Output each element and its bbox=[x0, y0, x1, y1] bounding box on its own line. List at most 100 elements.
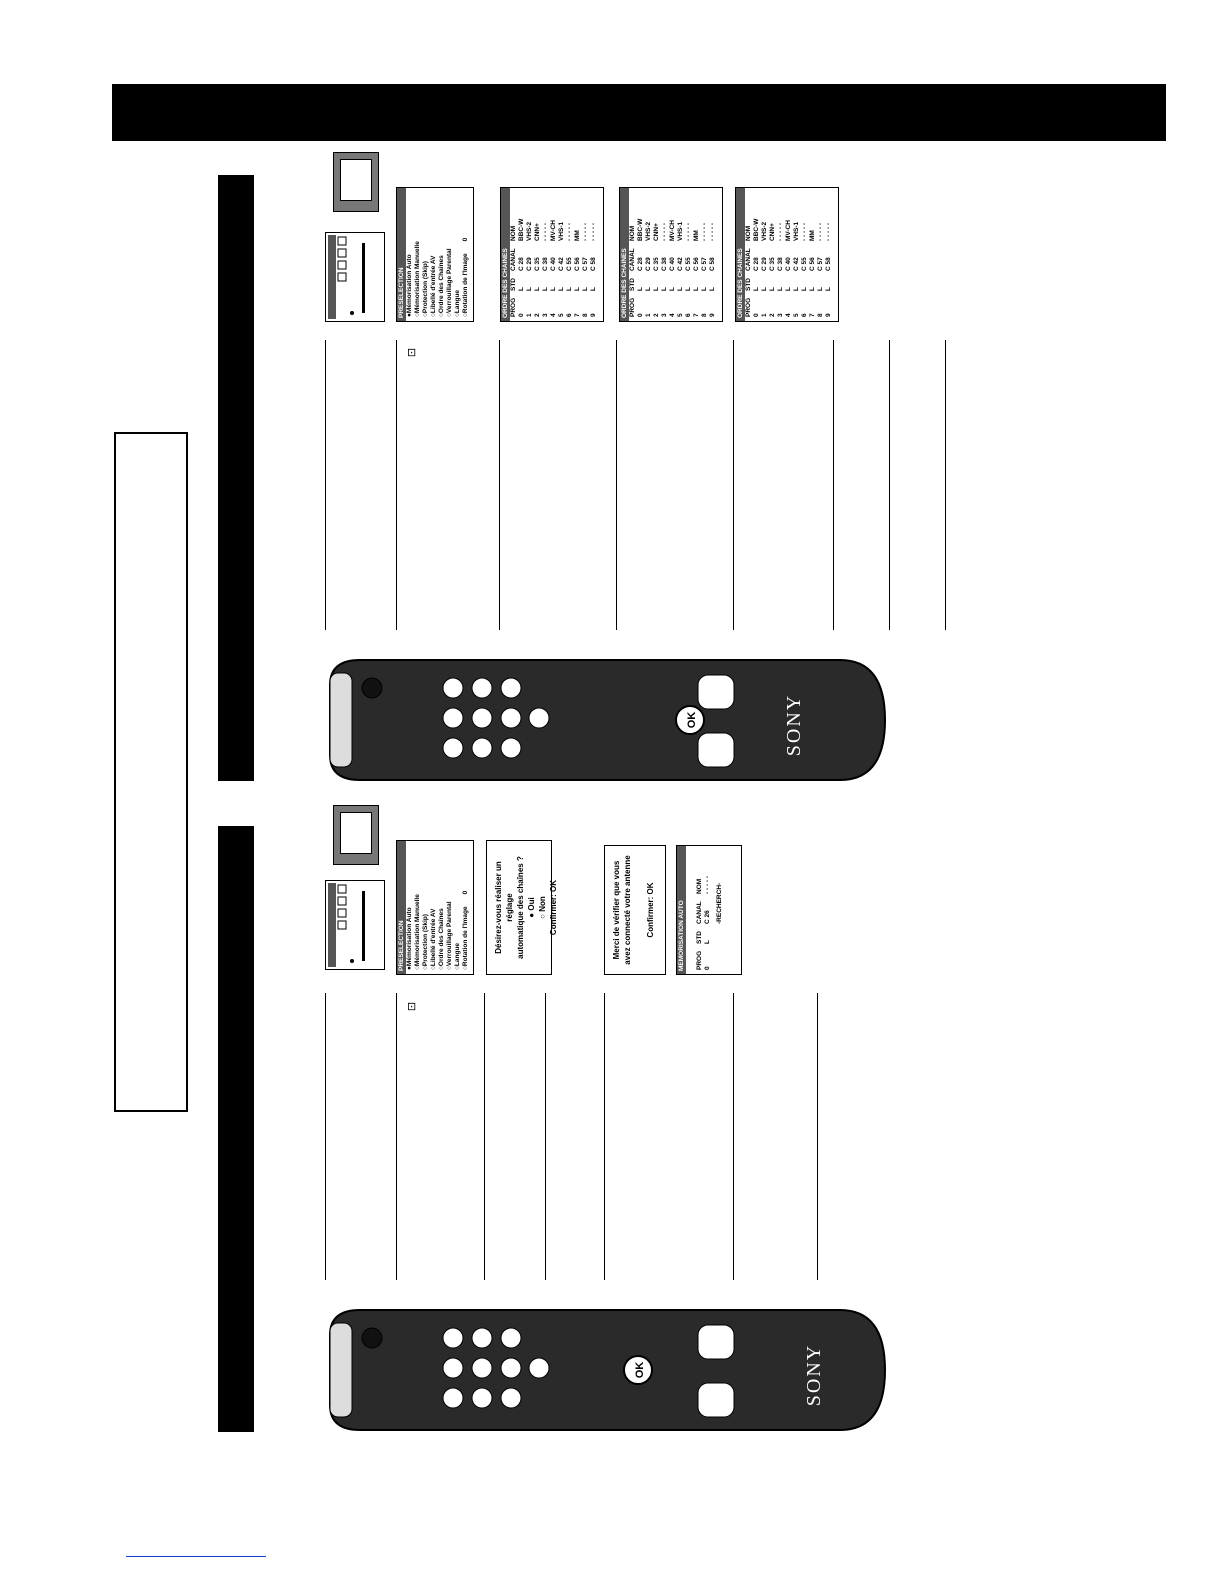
menu-item[interactable]: ○ Ordre des Chaînes bbox=[438, 255, 445, 317]
key-7[interactable] bbox=[500, 737, 522, 759]
section-bar-left bbox=[218, 826, 254, 1432]
menu-item[interactable]: ○ Ordre des Chaînes bbox=[438, 908, 445, 970]
search-status: - RECHERCH - bbox=[716, 882, 723, 924]
section-bar-right bbox=[218, 175, 254, 781]
dialog-text: Merci de vérifier que vous bbox=[612, 860, 621, 960]
key-7[interactable] bbox=[500, 1387, 522, 1409]
option-yes[interactable]: ● Oui bbox=[527, 897, 536, 918]
key-5[interactable] bbox=[471, 1357, 493, 1379]
ok-label: OK bbox=[634, 1362, 646, 1379]
note-box bbox=[114, 432, 188, 1112]
preselection-menu-right: PRESELECTION ● Mémorisation Auto ○ Mémor… bbox=[396, 187, 474, 322]
step-line bbox=[396, 993, 397, 1280]
power-button[interactable] bbox=[361, 677, 383, 699]
key-8[interactable] bbox=[500, 707, 522, 729]
menu-item[interactable]: ○ Langue bbox=[454, 289, 461, 317]
auto-tune-confirm-dialog: Désirez-vous réaliser un réglage automat… bbox=[486, 840, 558, 975]
key-6[interactable] bbox=[471, 677, 493, 699]
step-line bbox=[325, 993, 326, 1280]
ok-button[interactable] bbox=[675, 705, 705, 735]
menu-item[interactable]: ● Mémorisation Auto bbox=[406, 907, 413, 970]
key-9[interactable] bbox=[500, 677, 522, 699]
dialog-text: avez connecté votre antenne bbox=[623, 855, 632, 965]
dialog-question: automatique des chaînes ? bbox=[516, 856, 525, 959]
ok-button[interactable] bbox=[623, 1355, 653, 1385]
tv-icon bbox=[333, 805, 379, 865]
key-3[interactable] bbox=[442, 1327, 464, 1349]
power-button[interactable] bbox=[361, 1327, 383, 1349]
key-0[interactable] bbox=[528, 1357, 550, 1379]
key-4[interactable] bbox=[471, 1387, 493, 1409]
program-button[interactable] bbox=[697, 674, 735, 710]
dialog-question: Désirez-vous réaliser un réglage bbox=[494, 861, 514, 954]
brand-logo: SONY bbox=[803, 1344, 825, 1406]
step-line bbox=[396, 340, 397, 630]
preselection-menu-left: PRESELECTION ● Mémorisation Auto ○ Mémor… bbox=[396, 840, 474, 975]
step-line bbox=[833, 340, 834, 630]
key-0[interactable] bbox=[528, 707, 550, 729]
dialog-confirm-hint: Confirmer: OK bbox=[549, 879, 558, 936]
step-line bbox=[616, 340, 617, 630]
menu-item[interactable]: ○ Langue bbox=[454, 942, 461, 970]
table-title: ORDRE DES CHAINES bbox=[620, 188, 629, 321]
menu-item[interactable]: ○ Libellé d'entrée AV bbox=[430, 908, 437, 970]
menu-item[interactable]: ○ Protection (Skip) bbox=[422, 914, 429, 970]
menu-item[interactable]: ○ Verrouillage Parental bbox=[446, 248, 453, 317]
menu-title: MEMORISATION AUTO bbox=[677, 846, 686, 974]
menu-item[interactable]: ○ Libellé d'entrée AV bbox=[430, 255, 437, 317]
menu-item[interactable]: ○ Mémorisation Manuelle bbox=[414, 241, 421, 317]
key-3[interactable] bbox=[442, 677, 464, 699]
key-1[interactable] bbox=[442, 1387, 464, 1409]
step-line bbox=[733, 340, 734, 630]
step-line bbox=[604, 993, 605, 1280]
key-6[interactable] bbox=[471, 1327, 493, 1349]
menu-item[interactable]: ● Mémorisation Auto bbox=[406, 254, 413, 317]
key-2[interactable] bbox=[442, 707, 464, 729]
volume-button[interactable] bbox=[697, 732, 735, 768]
key-4[interactable] bbox=[471, 737, 493, 759]
mini-menu-graphic bbox=[328, 235, 365, 319]
volume-button[interactable] bbox=[697, 1382, 735, 1418]
key-8[interactable] bbox=[500, 1357, 522, 1379]
menu-item[interactable]: ○ Mémorisation Manuelle bbox=[414, 894, 421, 970]
step-line bbox=[817, 993, 818, 1280]
step-line bbox=[325, 340, 326, 630]
dialog-confirm-hint: Confirmer: OK bbox=[646, 882, 655, 938]
key-9[interactable] bbox=[500, 1327, 522, 1349]
remote-control-lower: OK SONY bbox=[329, 1309, 887, 1431]
key-1[interactable] bbox=[442, 737, 464, 759]
key-2[interactable] bbox=[442, 1357, 464, 1379]
program-button[interactable] bbox=[697, 1324, 735, 1360]
key-5[interactable] bbox=[471, 707, 493, 729]
ok-label: OK bbox=[686, 712, 698, 729]
mini-menu-graphic bbox=[328, 883, 365, 967]
menu-key-icon: ⊡ bbox=[407, 1001, 417, 1013]
menu-item[interactable]: ○ Protection (Skip) bbox=[422, 261, 429, 317]
option-no[interactable]: ○ Non bbox=[538, 896, 547, 919]
menu-title: PRESELECTION bbox=[397, 841, 406, 974]
step-line bbox=[945, 340, 946, 630]
page-header-bar bbox=[112, 84, 1166, 141]
menu-item[interactable]: ○ Verrouillage Parental bbox=[446, 901, 453, 970]
